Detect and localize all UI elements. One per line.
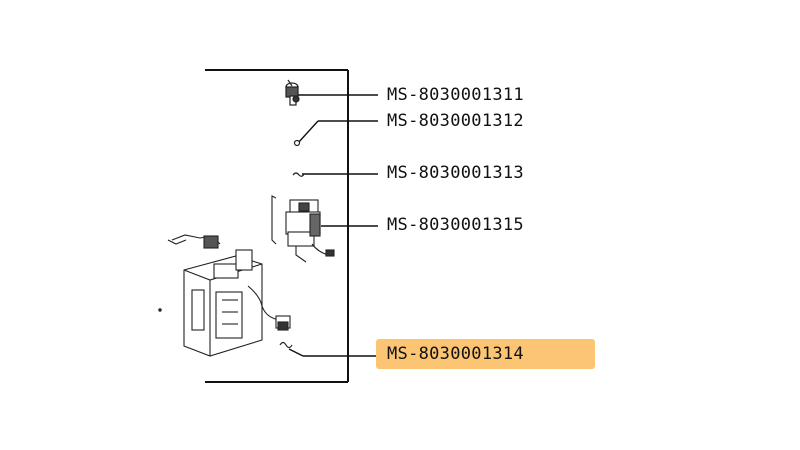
highlight-box — [376, 339, 595, 369]
part-label-1313[interactable]: MS-8030001313 — [387, 163, 524, 183]
leader-lines — [288, 94, 378, 357]
boiler-assembly-drawing — [158, 234, 291, 357]
part-label-1311[interactable]: MS-8030001311 — [387, 85, 524, 105]
pin-part-drawing — [293, 139, 301, 147]
part-label-1315[interactable]: MS-8030001315 — [387, 215, 524, 235]
pump-part-drawing — [271, 195, 335, 263]
hose-clip-part-drawing — [279, 341, 293, 349]
part-label-1312[interactable]: MS-8030001312 — [387, 111, 524, 131]
leader-line-1314 — [288, 348, 304, 357]
knob-part-drawing — [285, 79, 300, 106]
part-label-1314[interactable]: MS-8030001314 — [387, 344, 524, 364]
clip-part-drawing — [292, 172, 305, 177]
leader-line-1312 — [297, 120, 319, 144]
